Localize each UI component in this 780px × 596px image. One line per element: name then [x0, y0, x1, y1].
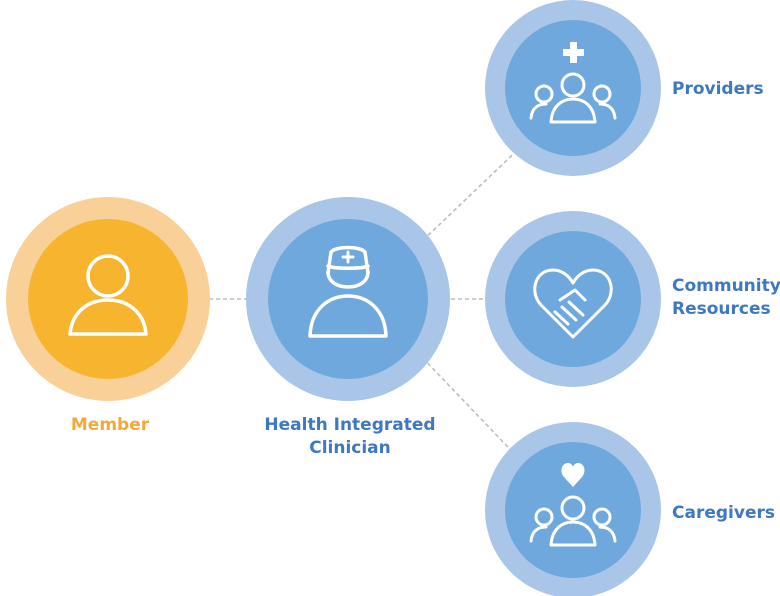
community-label-line-1: Community [672, 276, 780, 296]
providers-label: Providers [672, 78, 764, 101]
community-node [485, 211, 661, 387]
handshake-heart-icon [533, 268, 613, 339]
caregivers-label-line: Caregivers [672, 503, 775, 523]
nurse-icon [308, 245, 388, 338]
connector-clinician-providers [417, 139, 529, 246]
clinician-label: Health Integrated Clinician [250, 414, 450, 460]
medical-group-icon [529, 42, 617, 124]
member-label: Member [40, 414, 180, 437]
connector-clinician-caregivers [417, 352, 529, 469]
clinician-label-line-1: Health Integrated [264, 415, 436, 435]
providers-label-line: Providers [672, 79, 764, 99]
clinician-label-line-2: Clinician [309, 438, 391, 458]
clinician-node [246, 197, 450, 401]
member-label-line: Member [70, 415, 150, 435]
member-node [6, 197, 210, 401]
person-icon [68, 254, 148, 336]
providers-node [485, 0, 661, 176]
caring-group-icon [529, 463, 617, 547]
community-label-line-2: Resources [672, 299, 771, 319]
community-label: Community Resources [672, 275, 780, 321]
caregivers-label: Caregivers [672, 502, 775, 525]
caregivers-node [485, 422, 661, 596]
